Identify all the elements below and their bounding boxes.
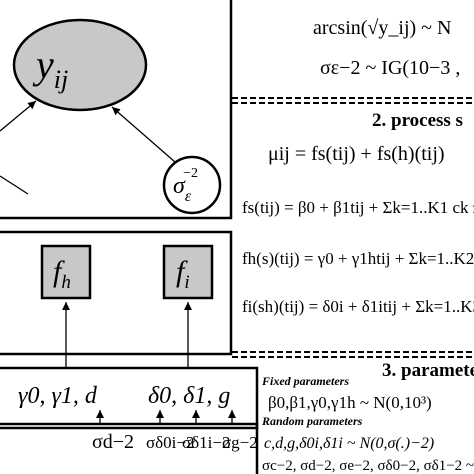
param-row-right: δ0, δ1, g [148, 383, 230, 409]
eq-mu: μij = fs(tij) + fs(h)(tij) [268, 143, 445, 165]
random-params-label: Random parameters [261, 414, 363, 428]
eq-fs: fs(tij) = β0 + β1tij + Σk=1..K1 ck zstij… [242, 198, 474, 217]
variance-frame [0, 422, 259, 474]
error-precision-label: σε−2 [173, 166, 198, 205]
process-frame [0, 230, 233, 356]
eq-fish: fi(sh)(tij) = δ0i + δ1itij + Σk=1..K3 gi… [242, 297, 474, 316]
random-params-eq2: σc−2, σd−2, σe−2, σδ0−2, σδ1−2 ~ IG [262, 458, 474, 474]
random-params-eq1: c,d,g,δ0i,δ1i ~ N(0,σ(.)−2) [264, 435, 434, 452]
variance-delta0: σδ0i−2 [146, 433, 195, 452]
variance-row: σd−2 σδ0i−2 σδ1i−2 σg−2 [92, 431, 258, 453]
variance-d: σd−2 [92, 431, 134, 453]
error-precision-node [162, 155, 222, 215]
edge-side-diagonal [0, 175, 29, 195]
param-frame [0, 366, 259, 430]
variance-delta1: σδ1i−2 [182, 433, 231, 452]
edge-error-to-y [111, 106, 176, 163]
section2-title: 2. process s [372, 110, 463, 131]
param-row-left: γ0, γ1, d [18, 383, 98, 409]
section-separator-3 [232, 351, 474, 358]
edge-process-to-y [0, 100, 37, 132]
top-left-frame [0, 0, 233, 220]
eq-sigma-prior: σε−2 ~ IG(10−3 , [320, 57, 460, 79]
eq-fhs: fh(s)(tij) = γ0 + γ1htij + Σk=1..K2 dhk … [242, 249, 474, 268]
fixed-params-eq: β0,β1,γ0,γ1h ~ N(0,10³) [268, 393, 432, 412]
fixed-params-label: Fixed parameters [261, 374, 349, 388]
section3-title: 3. paramete [382, 360, 474, 381]
variance-g: σg−2 [222, 433, 258, 452]
eq-arcsin: arcsin(√y_ij) ~ N [313, 17, 451, 39]
fh-node [40, 244, 92, 300]
observation-node [12, 18, 148, 112]
section-separator-2 [232, 97, 474, 104]
fi-node [162, 244, 214, 300]
observation-label: yij [32, 42, 68, 94]
